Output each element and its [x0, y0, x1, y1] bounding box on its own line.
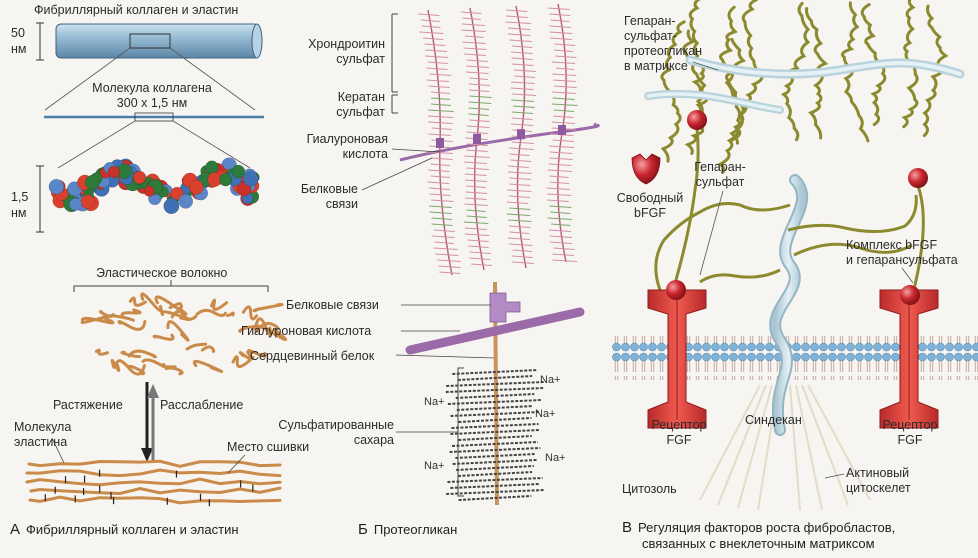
panel-c-graphics	[612, 0, 978, 511]
panel-a-graphics	[25, 22, 288, 507]
dim-15-value: 1,5	[11, 190, 29, 204]
fgf-receptor-left	[647, 289, 707, 429]
fibril-title: Фибриллярный коллаген и эластин	[34, 3, 239, 17]
na-ion: Na+	[535, 408, 556, 420]
protein-links-full-label: Белковые связи	[286, 298, 379, 312]
actin-filaments	[699, 384, 871, 511]
keratan-label: Кератан сульфат	[336, 90, 385, 119]
bfgf-bound-left	[666, 280, 686, 300]
na-ion: Na+	[545, 452, 566, 464]
complex-label: Комплекс bFGF и гепарансульфата	[846, 238, 958, 267]
collagen-fibril	[55, 23, 260, 59]
na-ion: Na+	[540, 374, 561, 386]
elastin-molecule-label: Молекула эластина	[14, 420, 72, 449]
syndecan-label: Синдекан	[745, 413, 802, 427]
core-protein-label: Сердцевинный белок	[250, 349, 375, 363]
fgf-receptor-right	[879, 289, 939, 429]
cytosol-label: Цитозоль	[622, 482, 677, 496]
bfgf-matrix-right	[908, 168, 928, 188]
dim-50-unit: нм	[11, 42, 27, 56]
na-ion: Na+	[424, 460, 445, 472]
heparan-sulfate-label: Гепаран- сульфат	[694, 160, 746, 189]
cell-membrane	[612, 336, 978, 380]
protein-links-label: Белковые связи	[300, 182, 358, 211]
stretch-label: Растяжение	[53, 398, 123, 412]
heparan-sulfate-chains	[660, 0, 949, 287]
sulfated-sugars-label: Сульфатированные сахара	[278, 418, 394, 447]
actin-label: Актиновый цитоскелет	[846, 466, 911, 495]
receptor-left-label: Рецептор FGF	[651, 418, 707, 447]
bfgf-matrix-left	[687, 110, 707, 130]
dim-50-value: 50	[11, 26, 25, 40]
free-bfgf-label: Свободный bFGF	[616, 191, 684, 220]
stretched-elastin	[25, 459, 282, 507]
elastic-fiber-network	[80, 292, 288, 376]
relax-label: Расслабление	[160, 398, 244, 412]
aggrecan-aggregate	[399, 3, 600, 276]
collagen-molecule-label: Молекула коллагена 300 x 1,5 нм	[92, 81, 212, 110]
receptor-right-label: Рецептор FGF	[882, 418, 938, 447]
triple-helix	[48, 157, 260, 215]
elastic-fiber-label: Эластическое волокно	[96, 266, 228, 280]
chondroitin-label: Хрондроитин сульфат	[308, 37, 385, 66]
hyaluronic-full-label: Гиалуроновая кислота	[241, 324, 372, 338]
bfgf-bound-right	[900, 285, 920, 305]
proteoglycan-detail	[405, 281, 585, 506]
heparan-pg-label: Гепаран- сульфат- протеогликан в матрикс…	[624, 14, 703, 73]
na-ion: Na+	[424, 396, 445, 408]
panel-b-graphics	[361, 3, 600, 506]
dim-15-unit: нм	[11, 206, 27, 220]
crosslink-label: Место сшивки	[227, 440, 310, 454]
free-bfgf	[631, 153, 661, 185]
hyaluronic-label: Гиалуроновая кислота	[306, 132, 388, 161]
